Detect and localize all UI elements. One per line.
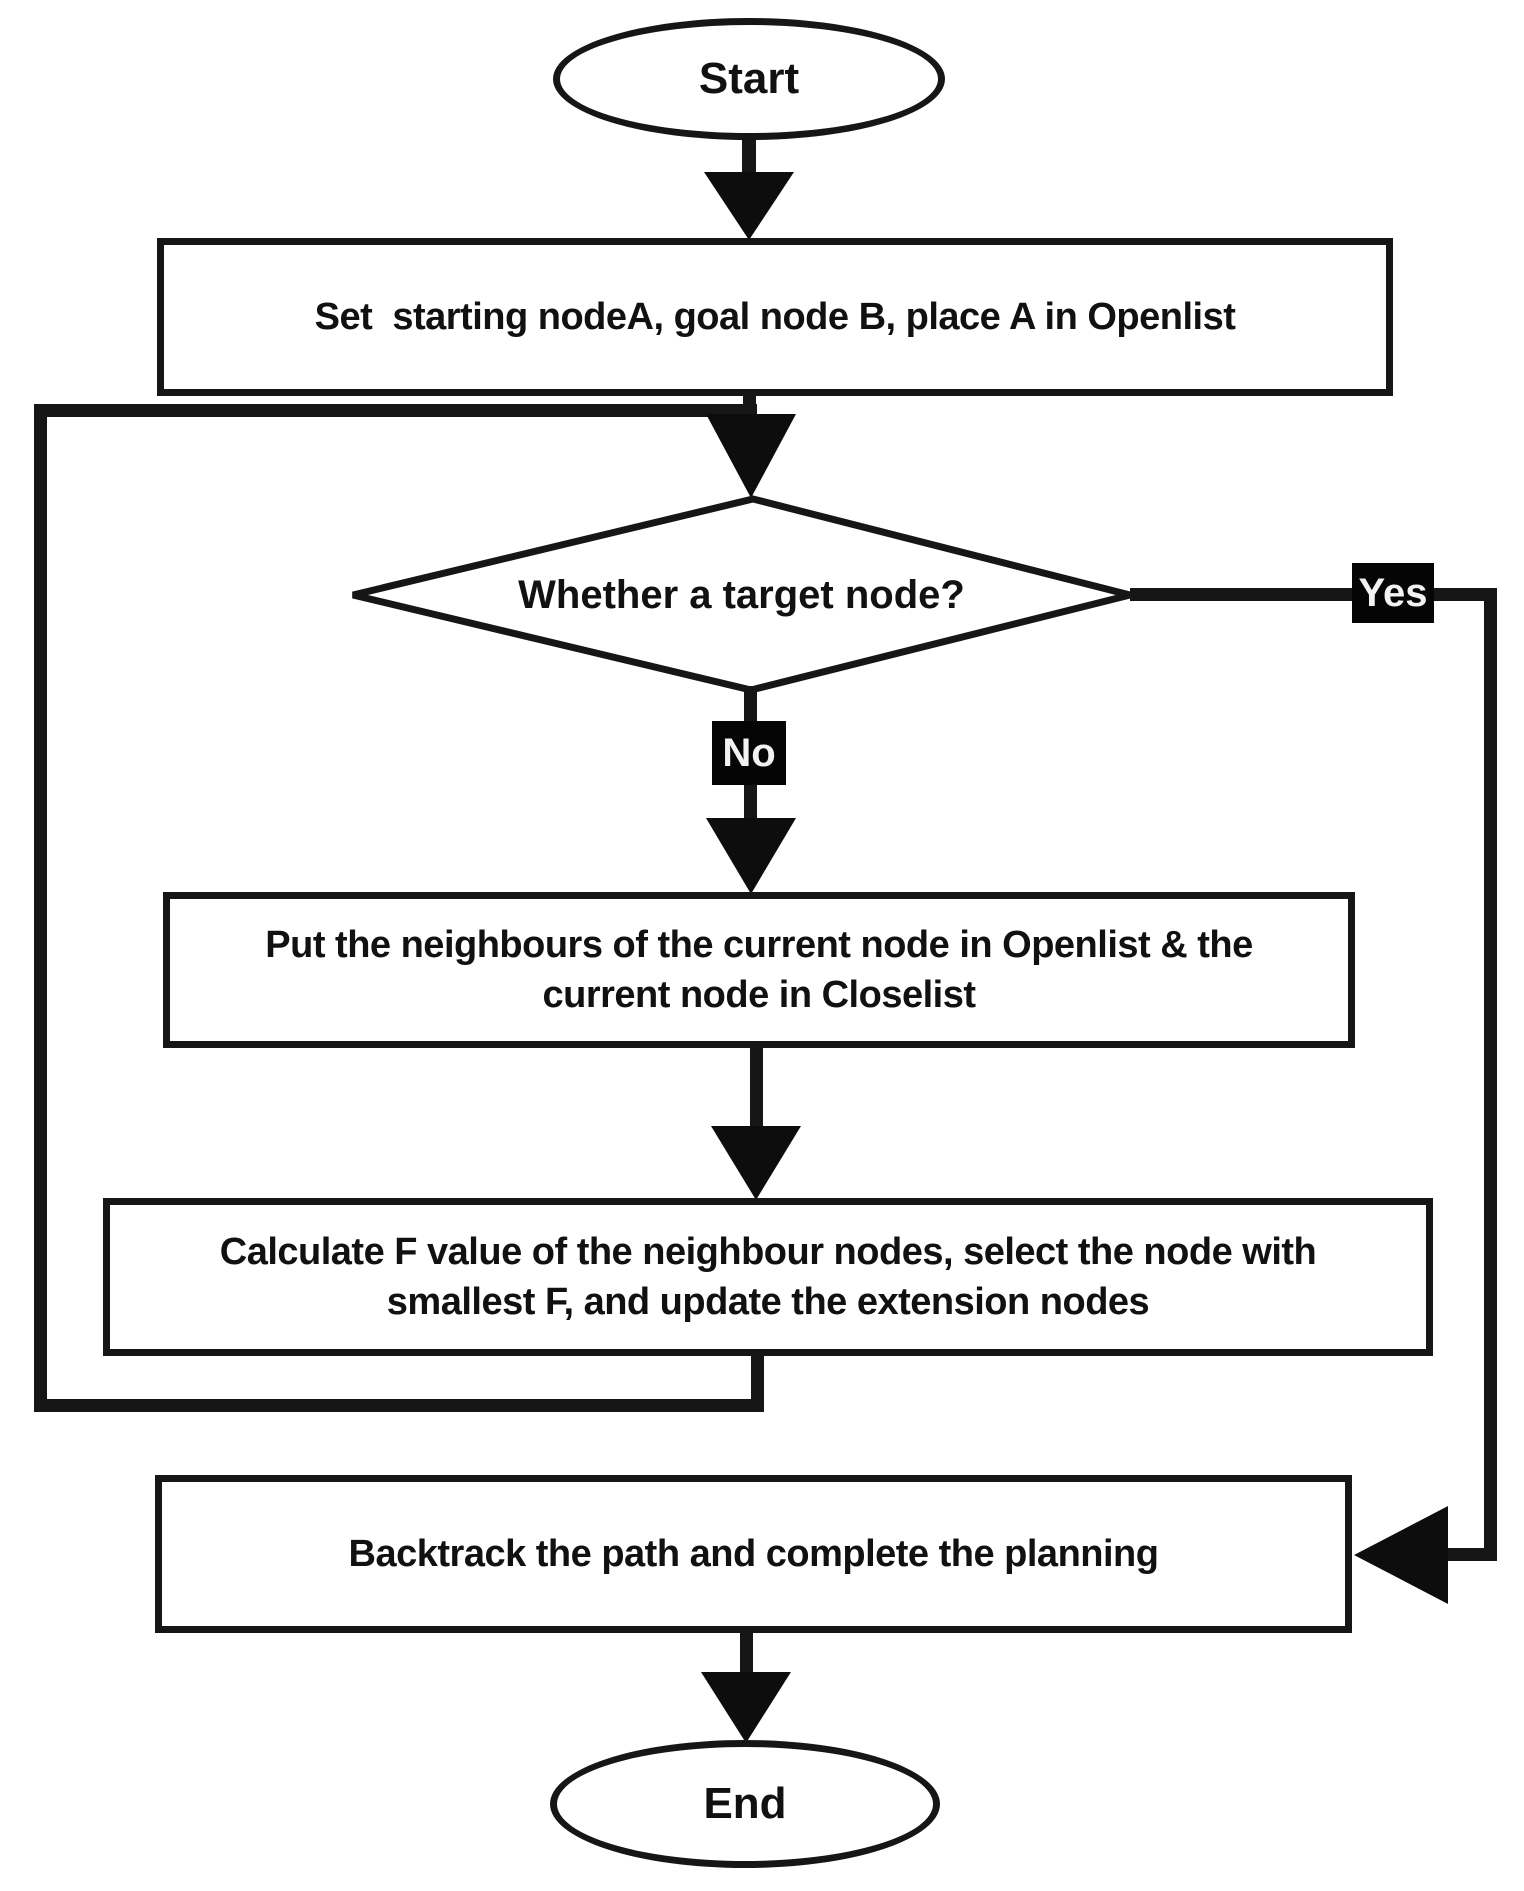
arrowhead-into-decision [706,414,796,498]
node-expand: Put the neighbours of the current node i… [163,892,1355,1048]
edge-backtrack-to-end-line [740,1629,753,1681]
arrowhead-into-calculate [711,1126,801,1200]
branch-label-no: No [712,721,786,785]
node-decision-label: Whether a target node? [518,572,965,617]
edge-yes-horizontal-line [1130,588,1497,601]
loop-left-vertical-line [34,404,47,1412]
node-calculate-label: Calculate F value of the neighbour nodes… [219,1230,1317,1323]
branch-label-no-text: No [722,730,776,775]
node-end: End [550,1740,940,1868]
node-init-label: Set starting nodeA, goal node B, place A… [314,295,1236,338]
branch-label-yes-text: Yes [1358,570,1428,615]
arrowhead-into-expand [706,818,796,894]
loop-top-horizontal-line [34,404,757,417]
node-end-label: End [703,1779,787,1828]
node-backtrack: Backtrack the path and complete the plan… [155,1475,1352,1633]
node-init: Set starting nodeA, goal node B, place A… [157,238,1393,396]
node-backtrack-label: Backtrack the path and complete the plan… [348,1532,1159,1575]
node-calculate: Calculate F value of the neighbour nodes… [103,1198,1433,1356]
edge-yes-vertical-line [1484,588,1497,1561]
edge-yes-bottom-connector [1448,1548,1497,1561]
edge-calculate-to-loop-stub [751,1354,764,1412]
branch-label-yes: Yes [1352,563,1434,623]
node-start: Start [553,18,945,140]
edge-start-to-init-line [742,134,756,184]
edge-expand-to-calculate-line [750,1044,763,1136]
arrowhead-into-end [701,1672,791,1743]
node-expand-label: Put the neighbours of the current node i… [265,923,1253,1016]
arrowhead-into-init [704,172,794,240]
node-start-label: Start [698,54,800,103]
arrowhead-into-backtrack [1354,1506,1448,1604]
node-decision: Whether a target node? [353,500,1130,690]
loop-bottom-horizontal-line [34,1399,764,1412]
